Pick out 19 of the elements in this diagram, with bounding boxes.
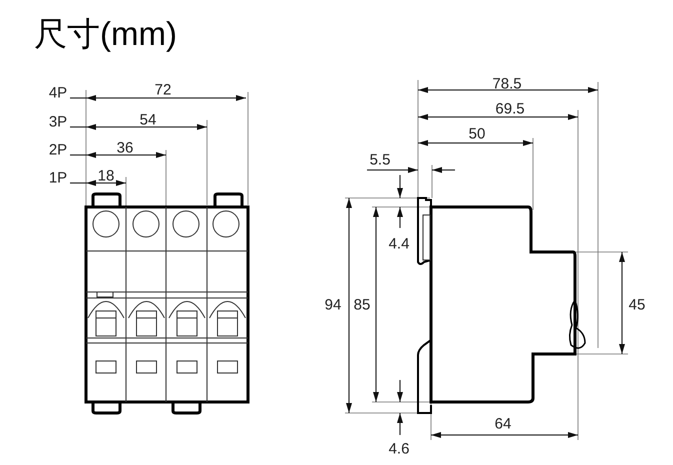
dimension-label: 64 [494, 416, 512, 432]
dimension-label: 45 [628, 298, 646, 312]
pole-count-label: 4P [48, 86, 68, 100]
dimension-label: 36 [116, 140, 134, 156]
dimension-label: 5.5 [370, 152, 390, 168]
dimension-label: 4.6 [388, 442, 410, 456]
pole-count-label: 2P [48, 142, 68, 158]
heading: 尺寸(mm) [34, 14, 177, 54]
dimension-label: 72 [154, 82, 172, 98]
dimension-label: 54 [140, 112, 156, 128]
dimension-label: 85 [354, 298, 370, 312]
dimension-label: 78.5 [492, 76, 522, 92]
dimension-label: 18 [98, 168, 114, 184]
dimension-label: 50 [468, 126, 486, 142]
dimension-label: 94 [324, 298, 342, 312]
dimension-label: 69.5 [495, 102, 525, 116]
dimension-label: 4.4 [388, 236, 410, 252]
pole-count-label: 1P [48, 170, 68, 186]
pole-count-label: 3P [48, 114, 68, 130]
